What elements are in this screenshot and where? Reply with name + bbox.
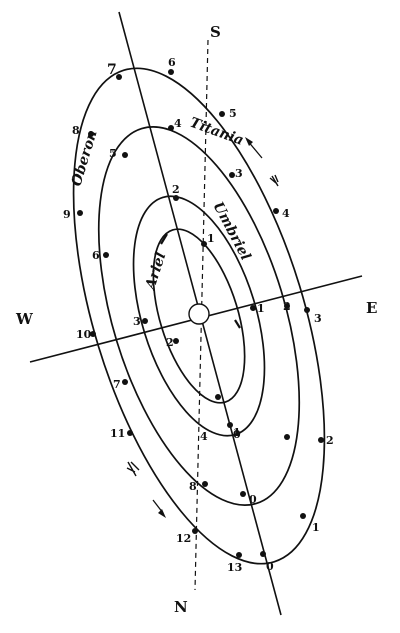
- meridian-dashed-line: [194, 39, 209, 591]
- oberon-position-label: 6: [168, 56, 176, 69]
- oberon-position-label: 11: [110, 427, 125, 440]
- ariel-position-label: 2: [166, 336, 174, 349]
- titania-position-label: 8: [189, 480, 197, 493]
- south-label: S: [210, 23, 221, 41]
- west-label: W: [15, 310, 34, 328]
- titania-position-label: 4: [174, 117, 182, 130]
- titania-orbit: [97, 126, 301, 506]
- oberon-orbit: [72, 67, 326, 565]
- titania-position-label: 5: [109, 147, 117, 160]
- titania-position-label: 0: [249, 493, 257, 506]
- ariel-tick-mark: [160, 233, 168, 245]
- ariel-position-dots: [173, 305, 256, 344]
- umbriel-position-label: 2: [172, 183, 180, 196]
- ariel-name-label: Ariel: [142, 250, 170, 293]
- umbriel-position-label: 0: [233, 428, 241, 441]
- oberon-position-label: 13: [227, 561, 242, 574]
- umbriel-position-label: 4: [200, 430, 208, 443]
- oberon-position-label: 3: [314, 312, 322, 325]
- ariel-tick-mark: [234, 319, 241, 329]
- oberon-position-dots: [77, 69, 324, 558]
- oberon-position-label: 12: [176, 532, 191, 545]
- oberon-position-label: 2: [326, 434, 334, 447]
- umbriel-position-dots: [142, 195, 233, 428]
- titania-position-label: 6: [92, 249, 100, 262]
- oberon-position-label: 8: [72, 124, 80, 137]
- direction-arrow-upper: [245, 137, 279, 187]
- titania-position-label: 2: [283, 300, 291, 313]
- oberon-position-label: 10: [76, 328, 92, 341]
- oberon-position-label: 9: [63, 208, 71, 221]
- oberon-position-label: 5: [229, 107, 237, 120]
- titania-position-label: 1: [233, 426, 241, 439]
- oberon-position-label: 4: [282, 207, 290, 220]
- east-label: E: [366, 299, 377, 317]
- north-label: N: [174, 598, 188, 616]
- umbriel-orbit: [132, 195, 266, 437]
- titania-position-dots: [103, 125, 290, 497]
- oberon-position-label: 7: [107, 62, 117, 78]
- ariel-position-label: 1: [257, 302, 265, 315]
- ariel-orbit: [152, 228, 246, 404]
- titania-position-label: 7: [113, 378, 121, 391]
- titania-position-label: 3: [235, 167, 243, 180]
- oberon-position-label: 1: [312, 521, 320, 534]
- umbriel-position-label: 3: [133, 315, 141, 328]
- uranus-planet-circle: [188, 303, 210, 325]
- umbriel-position-label: 1: [207, 232, 215, 245]
- oberon-position-label: 0: [266, 560, 274, 573]
- direction-arrow-lower: [126, 461, 166, 518]
- oberon-name-label: Oberon: [69, 128, 101, 188]
